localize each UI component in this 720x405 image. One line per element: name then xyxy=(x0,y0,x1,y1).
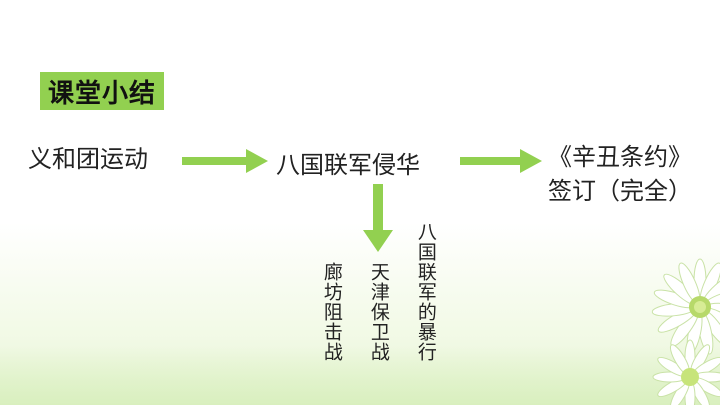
node-eight-nation-invasion: 八国联军侵华 xyxy=(276,151,420,179)
slide-title: 课堂小结 xyxy=(47,78,156,109)
branch-atrocities: 八国联军的暴行 xyxy=(414,222,437,362)
daisy-flower-decoration xyxy=(651,258,720,405)
title-badge: 课堂小结 xyxy=(40,72,164,110)
right-arrow-icon xyxy=(182,149,268,173)
node-treaty-line1: 《辛丑条约》 xyxy=(548,143,692,171)
node-boxer-movement: 义和团运动 xyxy=(28,145,148,173)
down-arrow-icon xyxy=(363,184,393,252)
right-arrow-icon xyxy=(460,149,542,173)
bottom-gradient-band xyxy=(0,345,720,405)
branch-langfang: 廊坊阻击战 xyxy=(320,262,343,362)
branch-tianjin: 天津保卫战 xyxy=(367,262,390,362)
node-treaty-line2: 签订（完全） xyxy=(548,177,692,205)
